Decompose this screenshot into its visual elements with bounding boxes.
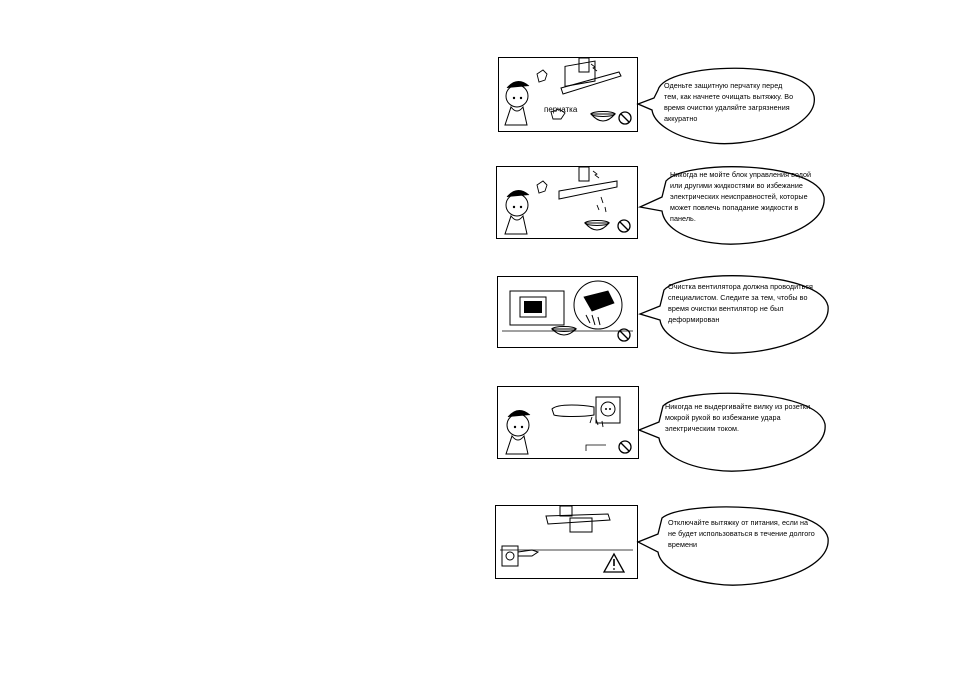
speech-bubble-step-5: Отключайте вытяжку от питания, если на н… — [636, 500, 832, 590]
fan-cleaning-illustration — [502, 280, 633, 342]
control-panel-water-illustration — [504, 167, 631, 235]
bubble-text-step-5: Отключайте вытяжку от питания, если на н… — [668, 518, 815, 549]
speech-bubble-step-3: Очистка вентилятора должна проводиться с… — [636, 268, 832, 358]
glove-label: перчатка — [544, 105, 578, 114]
speech-bubble-shape — [637, 166, 825, 245]
speech-bubble-step-1: Оденьте защитную перчатку перед тем, как… — [636, 58, 818, 148]
speech-bubble-shape — [636, 67, 815, 145]
bubble-text-step-2: Никогда не мойте блок управления водой и… — [670, 170, 812, 223]
bubble-text-step-3: Очистка вентилятора должна проводиться с… — [668, 282, 813, 324]
illustration-step-2 — [496, 166, 638, 239]
wet-hand-plug-illustration — [505, 396, 632, 455]
bubble-text-step-4: Никогда не выдергивайте вилку из розетки… — [665, 402, 811, 433]
glove-cleaning-illustration — [504, 58, 632, 126]
illustration-step-4 — [497, 386, 639, 459]
bubble-text-step-1: Оденьте защитную перчатку перед тем, как… — [664, 81, 794, 123]
speech-bubble-step-2: Никогда не мойте блок управления водой и… — [636, 159, 828, 249]
speech-bubble-shape — [638, 275, 829, 354]
illustration-step-3 — [497, 276, 638, 348]
illustration-step-1: перчатка — [498, 57, 638, 132]
speech-bubble-shape — [636, 506, 829, 586]
illustration-step-5 — [495, 505, 638, 579]
unplug-hood-illustration — [500, 506, 633, 573]
speech-bubble-step-4: Никогда не выдергивайте вилку из розетки… — [637, 386, 829, 476]
speech-bubble-shape — [637, 392, 826, 472]
